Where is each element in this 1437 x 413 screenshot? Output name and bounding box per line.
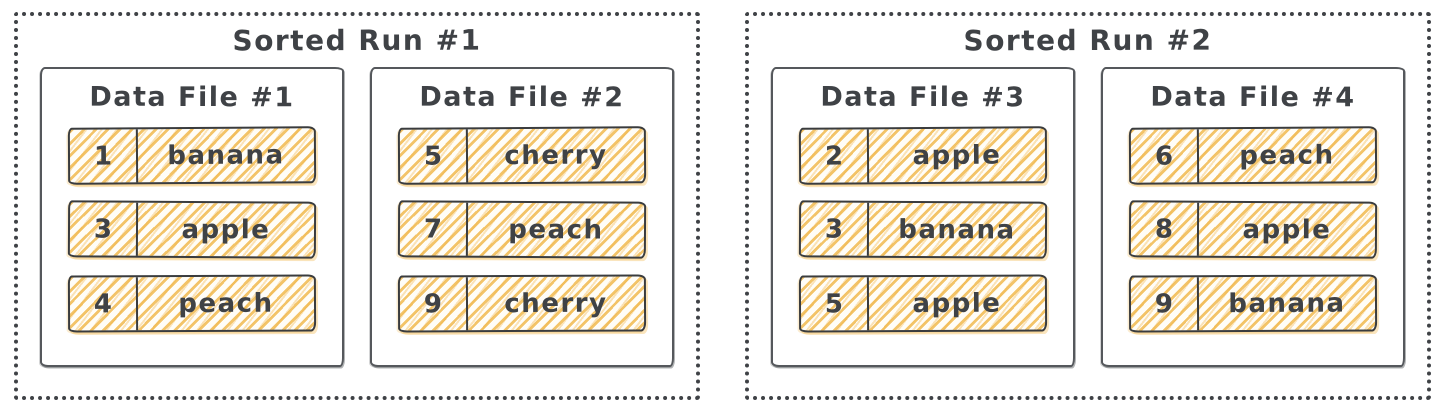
record-key: 5 (800, 277, 869, 331)
file-title: Data File #2 (419, 81, 625, 114)
record-key: 9 (399, 277, 468, 331)
record-key: 2 (800, 129, 870, 183)
record-row: 8 apple (1128, 200, 1378, 259)
record-key: 9 (1130, 277, 1199, 331)
record-value: apple (1242, 214, 1332, 245)
record-value: peach (178, 288, 274, 319)
record-key: 7 (399, 202, 469, 256)
record-row: 7 peach (397, 200, 647, 259)
record-row: 3 apple (67, 200, 317, 259)
record-value: banana (1228, 288, 1346, 319)
record-row: 3 banana (798, 200, 1048, 259)
file-rows: 5 cherry 7 peach 9 cherry (372, 113, 672, 333)
file-title: Data File #4 (1150, 81, 1356, 114)
record-value: apple (181, 214, 271, 245)
record-row: 5 cherry (397, 126, 647, 185)
sorted-run-2-panel: Sorted Run #2 Data File #3 2 apple 3 ban… (745, 12, 1431, 400)
record-row: 9 banana (1128, 274, 1378, 333)
record-row: 2 apple (798, 126, 1048, 185)
file-title: Data File #1 (89, 81, 295, 114)
record-key: 1 (69, 129, 139, 183)
record-value: peach (508, 214, 604, 245)
data-file-2-box: Data File #2 5 cherry 7 peach 9 cherry (370, 67, 674, 367)
data-file-3-box: Data File #3 2 apple 3 banana 5 apple (771, 67, 1075, 367)
run-title: Sorted Run #1 (232, 23, 482, 58)
file-rows: 6 peach 8 apple 9 banana (1103, 113, 1403, 333)
run-2-files: Data File #3 2 apple 3 banana 5 apple (749, 67, 1427, 367)
run-title: Sorted Run #2 (963, 23, 1213, 58)
record-key: 8 (1130, 202, 1200, 256)
record-key: 3 (69, 202, 139, 256)
record-value: apple (912, 288, 1002, 319)
record-row: 6 peach (1128, 126, 1378, 185)
record-value: cherry (504, 288, 608, 319)
file-rows: 1 banana 3 apple 4 peach (42, 113, 342, 333)
sorted-run-1-panel: Sorted Run #1 Data File #1 1 banana 3 ap… (14, 12, 700, 400)
data-file-1-box: Data File #1 1 banana 3 apple 4 peach (40, 67, 344, 367)
record-row: 1 banana (67, 126, 317, 185)
record-value: cherry (504, 139, 608, 171)
record-value: apple (912, 140, 1002, 171)
file-rows: 2 apple 3 banana 5 apple (773, 113, 1073, 333)
record-row: 5 apple (798, 274, 1048, 333)
record-value: banana (898, 214, 1016, 245)
record-row: 9 cherry (397, 274, 647, 333)
data-file-4-box: Data File #4 6 peach 8 apple 9 banana (1101, 67, 1405, 367)
record-key: 5 (399, 129, 469, 183)
record-key: 6 (1130, 129, 1200, 183)
file-title: Data File #3 (820, 81, 1026, 114)
record-row: 4 peach (67, 274, 317, 333)
record-value: banana (167, 139, 285, 171)
run-1-files: Data File #1 1 banana 3 apple 4 peach (18, 67, 696, 367)
record-value: peach (1239, 140, 1335, 171)
record-key: 3 (800, 202, 870, 256)
record-key: 4 (69, 277, 138, 331)
